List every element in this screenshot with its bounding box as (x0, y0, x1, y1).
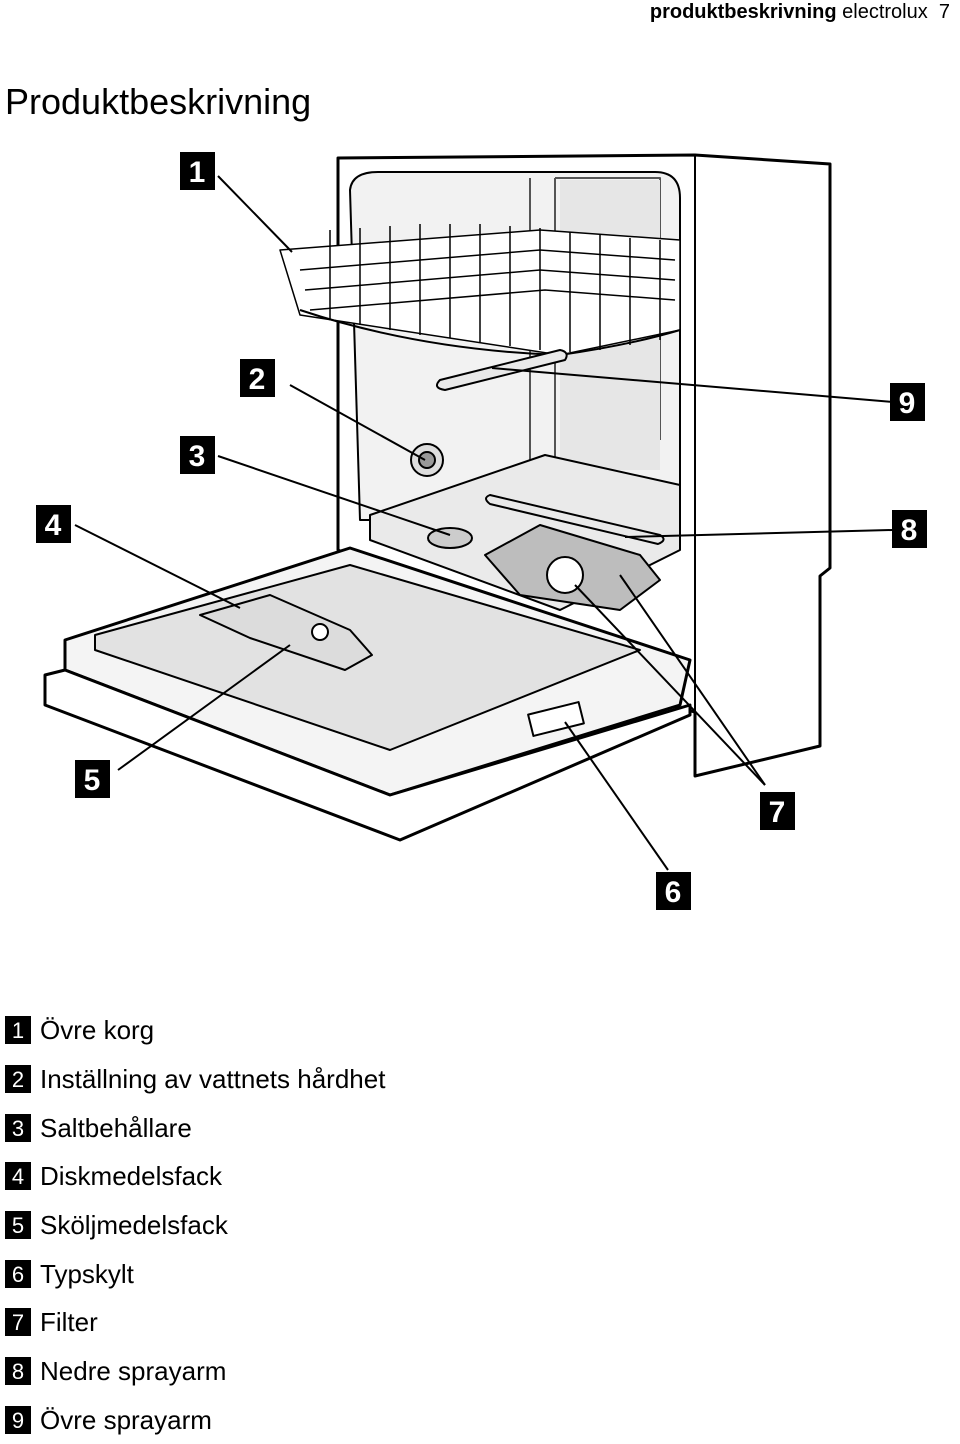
svg-text:8: 8 (901, 514, 918, 547)
callout-2: 2 (240, 359, 275, 397)
legend-number: 2 (5, 1065, 31, 1093)
svg-text:2: 2 (249, 363, 266, 396)
legend-text: Inställning av vattnets hårdhet (40, 1064, 385, 1094)
legend-number: 1 (5, 1016, 31, 1044)
legend-text: Övre sprayarm (40, 1405, 212, 1435)
legend-number: 7 (5, 1308, 31, 1336)
svg-text:7: 7 (769, 796, 786, 829)
callout-5: 5 (75, 760, 110, 798)
legend-number: 4 (5, 1162, 31, 1190)
page-title: Produktbeskrivning (5, 82, 311, 122)
svg-text:1: 1 (189, 156, 206, 189)
svg-text:3: 3 (189, 440, 206, 473)
callout-3: 3 (180, 436, 215, 474)
legend-number: 8 (5, 1357, 31, 1385)
legend-item: 5 Sköljmedelsfack (5, 1201, 385, 1250)
legend-item: 7 Filter (5, 1298, 385, 1347)
legend-text: Sköljmedelsfack (40, 1210, 228, 1240)
legend-item: 3 Saltbehållare (5, 1103, 385, 1152)
page-number: 7 (939, 1, 950, 23)
legend-item: 1 Övre korg (5, 1006, 385, 1055)
parts-legend: 1 Övre korg 2 Inställning av vattnets hård… (5, 1006, 385, 1444)
legend-number: 5 (5, 1211, 31, 1239)
callout-6: 6 (656, 872, 691, 910)
legend-item: 6 Typskylt (5, 1249, 385, 1298)
dishwasher-illustration: 1 2 3 4 5 6 7 8 9 (0, 140, 960, 920)
legend-text: Övre korg (40, 1015, 154, 1045)
legend-text: Diskmedelsfack (40, 1161, 222, 1191)
running-head: produktbeskrivning electrolux 7 (650, 0, 950, 24)
callout-7: 7 (760, 792, 795, 830)
running-head-section: produktbeskrivning (650, 1, 837, 23)
svg-text:9: 9 (899, 387, 916, 420)
callout-8: 8 (892, 510, 927, 548)
svg-text:4: 4 (45, 509, 62, 542)
callout-9: 9 (890, 383, 925, 421)
callout-1: 1 (180, 152, 215, 190)
legend-text: Nedre sprayarm (40, 1356, 226, 1386)
callout-4: 4 (36, 505, 71, 543)
legend-number: 3 (5, 1114, 31, 1142)
legend-item: 4 Diskmedelsfack (5, 1152, 385, 1201)
svg-text:5: 5 (84, 764, 101, 797)
legend-item: 8 Nedre sprayarm (5, 1347, 385, 1396)
legend-number: 6 (5, 1260, 31, 1288)
running-head-brand: electrolux (842, 1, 928, 23)
legend-text: Typskylt (40, 1259, 134, 1289)
legend-text: Saltbehållare (40, 1113, 192, 1143)
legend-text: Filter (40, 1307, 98, 1337)
svg-text:6: 6 (665, 876, 682, 909)
salt-container (428, 528, 472, 548)
rinse-aid-indicator (312, 624, 328, 640)
legend-item: 2 Inställning av vattnets hårdhet (5, 1055, 385, 1104)
